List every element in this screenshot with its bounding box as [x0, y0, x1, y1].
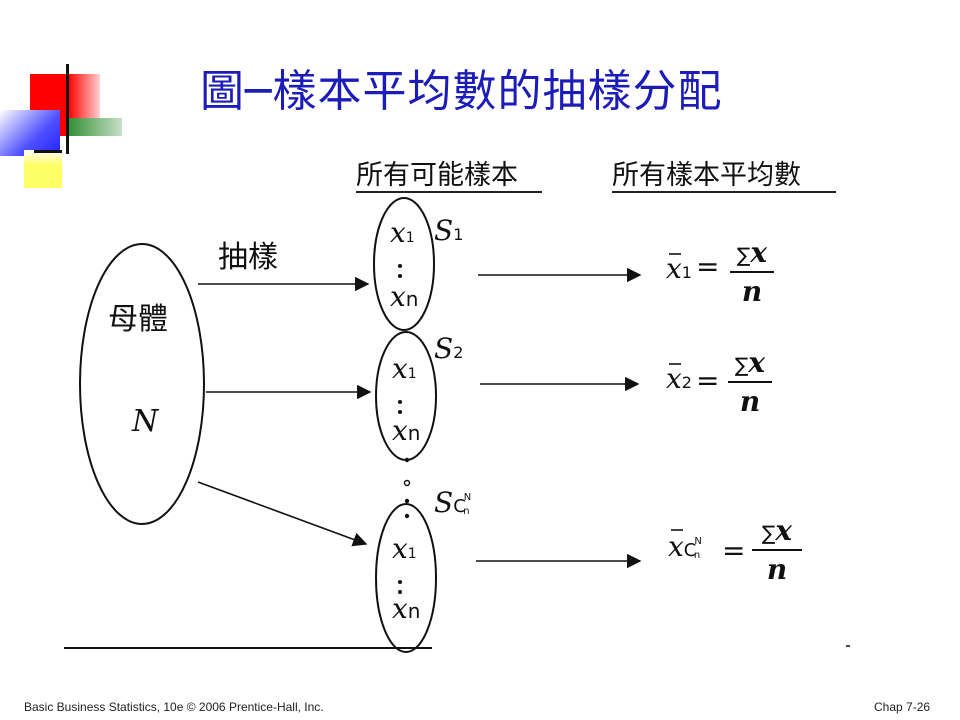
- deco-vertical-line: [66, 64, 69, 154]
- sample-1-dot: [398, 274, 402, 278]
- mean-2-fraction: ∑x n: [728, 346, 772, 418]
- mean-1-equals: =: [696, 250, 720, 283]
- deco-blue-square: [0, 110, 60, 156]
- header-all-means-rule: [612, 191, 836, 193]
- sample-3-name: SCNn: [434, 486, 472, 519]
- fraction-bar: [730, 271, 774, 273]
- sample-1-name: S1: [434, 214, 464, 247]
- header-all-samples: 所有可能樣本: [356, 160, 518, 191]
- sample-2-name: S2: [434, 332, 464, 365]
- sample-1-last: xn: [390, 280, 419, 313]
- sample-2-first: x1: [392, 352, 417, 385]
- population-label: 母體: [108, 302, 168, 337]
- sample-1-first: x1: [390, 216, 415, 249]
- sample-1-dot: [398, 264, 402, 268]
- ellipsis-dot: [404, 513, 410, 519]
- sample-3-dot: [398, 590, 402, 594]
- mean-3-equals: =: [722, 534, 746, 567]
- sample-ellipse-1: [373, 197, 435, 331]
- ellipsis-dot: [404, 457, 410, 463]
- header-all-samples-rule: [356, 191, 542, 193]
- mean-2-equals: =: [696, 364, 720, 397]
- header-all-means: 所有樣本平均數: [612, 160, 801, 191]
- sample-2-dot: [398, 410, 402, 414]
- mean-3-symbol: xCNn: [668, 530, 702, 563]
- sample-3-first: x1: [392, 532, 417, 565]
- sampling-label: 抽樣: [218, 240, 278, 275]
- footer-page-number: Chap 7-26: [874, 700, 931, 714]
- sample-3-last: xn: [392, 592, 421, 625]
- mean-2-symbol: x2: [666, 362, 692, 395]
- sample-2-last: xn: [392, 414, 421, 447]
- sample-ellipse-3: [375, 503, 437, 653]
- sample-3-dot: [398, 580, 402, 584]
- deco-horizontal-line: [34, 150, 62, 153]
- fraction-bar: [752, 549, 802, 551]
- arrow-to-sample-3: [197, 481, 368, 547]
- footer-copyright: Basic Business Statistics, 10e © 2006 Pr…: [24, 700, 324, 714]
- mean-1-symbol: x1: [666, 252, 692, 285]
- page-title: 圖─樣本平均數的抽樣分配: [200, 66, 723, 117]
- deco-yellow-square: [24, 150, 62, 188]
- ellipsis-dot: [403, 479, 411, 487]
- sample-2-dot: [398, 400, 402, 404]
- deco-green-bar: [66, 118, 122, 136]
- fraction-bar: [728, 381, 772, 383]
- ellipsis-dot: [404, 498, 410, 504]
- population-ellipse: [79, 243, 205, 525]
- population-size: N: [132, 404, 159, 439]
- mean-3-fraction: ∑x n: [752, 514, 802, 586]
- mean-1-fraction: ∑x n: [730, 236, 774, 308]
